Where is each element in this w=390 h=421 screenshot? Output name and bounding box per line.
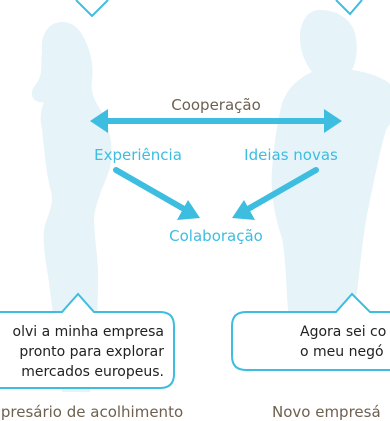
- left-person-silhouette: [31, 22, 112, 392]
- right-bubble-line: o meu negó: [300, 344, 384, 360]
- right-speech-bubble: [231, 292, 390, 371]
- right-bubble-line: Agora sei co: [300, 324, 387, 340]
- new-ideas-label: Ideias novas: [244, 146, 338, 164]
- right-person-silhouette: [271, 10, 390, 340]
- cooperation-arrow: [90, 109, 342, 133]
- cooperation-label: Cooperação: [171, 96, 261, 114]
- experience-label: Experiência: [94, 146, 182, 164]
- left-bubble-text: olvi a minha empresa pronto para explora…: [0, 322, 164, 382]
- left-bubble-line: olvi a minha empresa: [12, 324, 164, 340]
- left-bubble-line: pronto para explorar: [19, 344, 164, 360]
- right-top-bubble-tail: [335, 0, 363, 16]
- collaboration-label: Colaboração: [169, 227, 263, 245]
- right-bubble-text: Agora sei co o meu negó: [300, 322, 386, 362]
- new-entrepreneur-caption: Novo empresá: [272, 403, 381, 421]
- ideas-to-collaboration-arrow: [232, 167, 319, 220]
- left-speech-bubble: [0, 292, 175, 389]
- left-top-bubble-tail: [75, 0, 109, 18]
- experience-to-collaboration-arrow: [113, 167, 200, 220]
- left-bubble-line: mercados europeus.: [21, 364, 164, 380]
- host-entrepreneur-caption: presário de acolhimento: [0, 403, 184, 421]
